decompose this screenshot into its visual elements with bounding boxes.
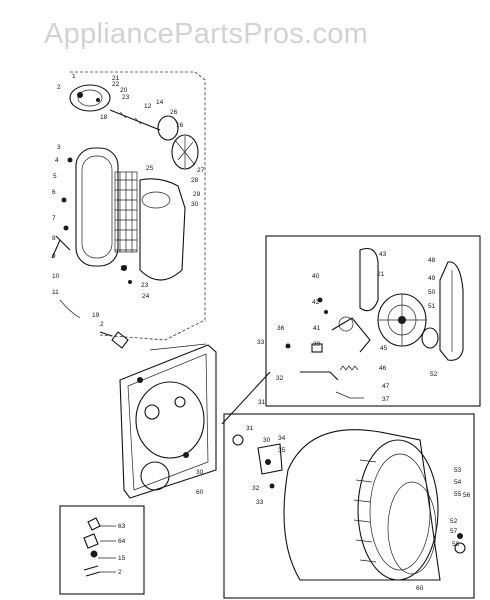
svg-text:31: 31	[246, 425, 254, 432]
svg-text:30: 30	[191, 201, 199, 208]
svg-text:18: 18	[100, 114, 108, 121]
front-panel-callouts: 30 60 31	[196, 399, 266, 496]
svg-text:41: 41	[313, 325, 321, 332]
svg-text:60: 60	[416, 585, 424, 592]
svg-text:3: 3	[57, 144, 61, 151]
svg-text:9: 9	[52, 253, 56, 260]
svg-text:5: 5	[53, 173, 57, 180]
svg-text:19: 19	[92, 312, 100, 319]
svg-text:58: 58	[452, 541, 460, 548]
svg-text:48: 48	[428, 257, 436, 264]
svg-text:14: 14	[156, 99, 164, 106]
inset-parts: 63 64 15 2	[59, 505, 145, 595]
svg-text:16: 16	[176, 122, 184, 129]
svg-text:12: 12	[144, 103, 152, 110]
svg-text:37: 37	[382, 396, 390, 403]
svg-text:45: 45	[380, 345, 388, 352]
svg-text:28: 28	[191, 177, 199, 184]
svg-text:50: 50	[428, 289, 436, 296]
svg-text:31: 31	[258, 399, 266, 406]
svg-text:57: 57	[450, 528, 458, 535]
svg-text:10: 10	[52, 273, 60, 280]
svg-text:30: 30	[263, 437, 271, 444]
svg-text:2: 2	[118, 569, 122, 576]
svg-text:2: 2	[57, 84, 61, 91]
svg-text:23: 23	[141, 282, 149, 289]
svg-text:54: 54	[454, 479, 462, 486]
svg-text:22: 22	[112, 81, 120, 88]
svg-text:47: 47	[382, 383, 390, 390]
front-panel	[119, 343, 217, 499]
top-assembly	[51, 71, 206, 349]
svg-text:40: 40	[312, 273, 320, 280]
drum-assembly-callouts: 31 30 34 35 53 54 55 56 32 33 52 57 58 6…	[246, 425, 471, 592]
top-assembly-callouts: 1 21 22 20 23 2 18 12 14 26 16 27 3 4 5 …	[52, 73, 265, 346]
svg-text:21: 21	[377, 271, 385, 278]
svg-text:15: 15	[118, 555, 126, 562]
svg-text:39: 39	[313, 341, 321, 348]
svg-text:52: 52	[450, 518, 458, 525]
svg-text:53: 53	[454, 467, 462, 474]
svg-text:35: 35	[278, 447, 286, 454]
svg-text:32: 32	[252, 485, 260, 492]
svg-text:60: 60	[196, 489, 204, 496]
svg-text:25: 25	[146, 165, 154, 172]
svg-text:55: 55	[454, 491, 462, 498]
svg-text:32: 32	[276, 375, 284, 382]
svg-text:24: 24	[142, 293, 150, 300]
svg-text:63: 63	[118, 523, 126, 530]
svg-text:8: 8	[52, 235, 56, 242]
svg-text:2: 2	[100, 321, 104, 328]
svg-text:46: 46	[379, 365, 387, 372]
svg-text:21: 21	[112, 75, 120, 82]
svg-text:49: 49	[428, 275, 436, 282]
svg-text:29: 29	[193, 191, 201, 198]
svg-text:52: 52	[430, 371, 438, 378]
svg-text:42: 42	[312, 299, 320, 306]
svg-text:34: 34	[278, 435, 286, 442]
svg-text:36: 36	[277, 325, 285, 332]
svg-text:11: 11	[52, 289, 59, 296]
svg-text:1: 1	[72, 73, 76, 80]
svg-text:7: 7	[52, 215, 56, 222]
drum-assembly	[223, 413, 475, 599]
svg-text:27: 27	[197, 167, 205, 174]
svg-text:56: 56	[463, 492, 471, 499]
motor-assembly	[265, 235, 481, 407]
arrow-line	[221, 371, 271, 425]
svg-text:51: 51	[428, 303, 436, 310]
svg-text:6: 6	[52, 189, 56, 196]
svg-text:17: 17	[120, 265, 128, 272]
svg-text:26: 26	[170, 109, 178, 116]
motor-assembly-callouts: 43 48 40 21 49 50 51 42 36 41 39 45 52 4…	[276, 251, 438, 403]
svg-text:30: 30	[196, 469, 204, 476]
svg-text:64: 64	[118, 538, 126, 545]
svg-text:33: 33	[256, 499, 264, 506]
svg-text:33: 33	[257, 339, 265, 346]
svg-text:43: 43	[379, 251, 387, 258]
watermark-text: AppliancePartsPros.com	[44, 18, 369, 50]
svg-text:23: 23	[122, 94, 130, 101]
svg-text:20: 20	[120, 87, 128, 94]
svg-text:4: 4	[55, 157, 59, 164]
